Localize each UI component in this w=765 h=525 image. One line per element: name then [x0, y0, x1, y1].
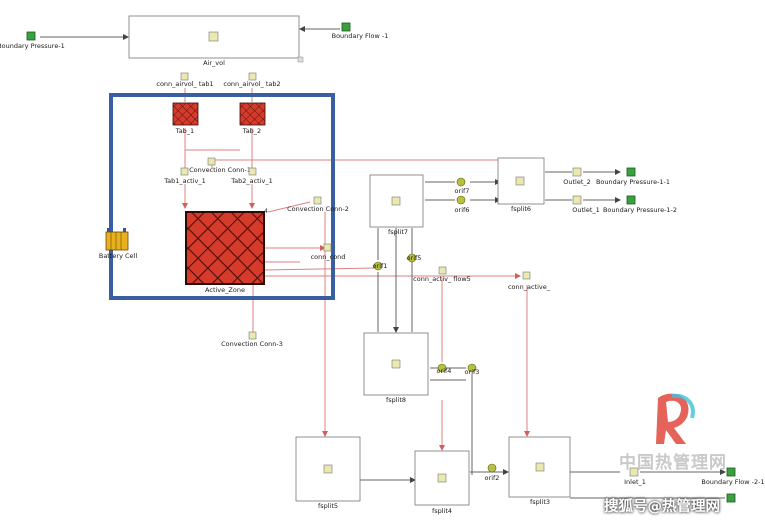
orif1[interactable]: orif1: [373, 261, 388, 271]
convection-conn-3[interactable]: Convection Conn-3: [221, 331, 283, 348]
orif7[interactable]: orif7: [455, 177, 470, 195]
outlet-1[interactable]: Outlet_1: [572, 195, 600, 214]
boundary-flow-1-label: Boundary Flow -1: [332, 32, 389, 40]
orif4[interactable]: orif4: [437, 363, 452, 375]
logo-icon: [656, 393, 695, 444]
flow-links: [40, 26, 726, 499]
boundary-pressure-1-2[interactable]: Boundary Pressure-1-2: [603, 195, 677, 214]
conn-activ-flow5[interactable]: conn_activ_ flow5: [413, 266, 471, 283]
orif6-label: orif6: [455, 206, 470, 214]
orif1-label: orif1: [373, 262, 388, 270]
air-vol-block[interactable]: Air_vol: [128, 15, 304, 67]
conn-active-label: conn_active_: [508, 283, 551, 291]
fsplit4-label: fsplit4: [432, 507, 452, 515]
fsplit6-label: fsplit6: [511, 205, 531, 213]
tab2-activ-1-label: Tab2_activ_1: [230, 177, 273, 185]
conn-cond-label: conn_cond: [311, 253, 346, 261]
boundary-pressure-1-1[interactable]: Boundary Pressure-1-1: [596, 167, 670, 186]
fsplit8-label: fsplit8: [386, 396, 406, 404]
inlet-1[interactable]: Inlet_1: [624, 467, 646, 486]
air-vol-label: Air_vol: [203, 59, 225, 67]
watermark-footer: 搜狐号@热管理网: [604, 499, 720, 515]
convection-conn-1[interactable]: Convection Conn-1: [189, 157, 251, 174]
outlet-2[interactable]: Outlet_2: [563, 167, 591, 186]
boundary-flow-2-1-label: Boundary Flow -2-1: [701, 478, 764, 486]
convection-conn-2[interactable]: Convection Conn-2: [287, 196, 349, 213]
boundary-flow-1[interactable]: Boundary Flow -1: [332, 22, 389, 40]
orif6[interactable]: orif6: [455, 195, 470, 214]
conn-airvol-tab1[interactable]: conn_airvol_ tab1: [156, 72, 214, 88]
boundary-pressure-1-label: Boundary Pressure-1: [0, 42, 65, 50]
fsplit7-block[interactable]: fsplit7: [369, 174, 424, 236]
fsplit5-label: fsplit5: [318, 502, 338, 510]
boundary-flow-2-1[interactable]: Boundary Flow -2-1: [701, 467, 765, 503]
inlet-1-label: Inlet_1: [624, 478, 646, 486]
tab1-activ-1-label: Tab1_activ_1: [163, 177, 206, 185]
orif2-label: orif2: [485, 474, 500, 482]
watermark-site-name: 中国热管理网: [619, 453, 727, 473]
tab2-activ-1[interactable]: Tab2_activ_1: [230, 167, 273, 185]
outlet-1-label: Outlet_1: [572, 206, 600, 214]
outlet-2-label: Outlet_2: [563, 178, 591, 186]
battery-cell-icon[interactable]: Battery Cell: [99, 228, 137, 260]
tab-2-block[interactable]: Tab_2: [239, 102, 266, 135]
conn-active[interactable]: conn_active_: [508, 271, 551, 291]
active-zone-label: Active_Zone: [205, 286, 245, 294]
orif4-label: orif4: [437, 367, 452, 375]
battery-cell-label: Battery Cell: [99, 252, 137, 260]
thermal-links: [182, 88, 530, 451]
battery-highlight-frame: [109, 93, 335, 300]
orif3-label: orif3: [465, 368, 480, 376]
fsplit4-block[interactable]: fsplit4: [414, 450, 470, 515]
fsplit7-label: fsplit7: [388, 228, 408, 236]
convection-conn-3-label: Convection Conn-3: [221, 340, 283, 348]
tab-1-block[interactable]: Tab_1: [172, 102, 199, 135]
orif7-label: orif7: [455, 187, 470, 195]
conn-airvol-tab2[interactable]: conn_airvol_ tab2: [223, 72, 281, 88]
fsplit3-block[interactable]: fsplit3: [508, 436, 571, 506]
conn-activ-flow5-label: conn_activ_ flow5: [413, 275, 471, 283]
orif2[interactable]: orif2: [485, 463, 500, 482]
tab-1-label: Tab_1: [175, 127, 194, 135]
active-zone-block[interactable]: Active_Zone 4: [185, 208, 268, 294]
tab1-activ-1[interactable]: Tab1_activ_1: [163, 167, 206, 185]
boundary-pressure-1-2-label: Boundary Pressure-1-2: [603, 206, 677, 214]
fsplit5-block[interactable]: fsplit5: [295, 436, 361, 510]
orif5-label: orif5: [407, 254, 422, 262]
marker-4-label: 4: [264, 208, 268, 215]
fsplit8-block[interactable]: fsplit8: [363, 332, 429, 404]
convection-conn-1-label: Convection Conn-1: [189, 166, 251, 174]
fsplit6-block[interactable]: fsplit6: [497, 157, 545, 213]
conn-airvol-tab2-label: conn_airvol_ tab2: [223, 80, 280, 88]
conn-cond[interactable]: conn_cond: [311, 243, 346, 261]
conn-airvol-tab1-label: conn_airvol_ tab1: [156, 80, 213, 88]
tab-2-label: Tab_2: [242, 127, 261, 135]
orif5[interactable]: orif5: [407, 253, 422, 263]
convection-conn-2-label: Convection Conn-2: [287, 205, 349, 213]
boundary-pressure-1[interactable]: Boundary Pressure-1: [0, 31, 65, 50]
fsplit3-label: fsplit3: [530, 498, 550, 506]
boundary-pressure-1-1-label: Boundary Pressure-1-1: [596, 178, 670, 186]
orif3[interactable]: orif3: [465, 363, 480, 376]
